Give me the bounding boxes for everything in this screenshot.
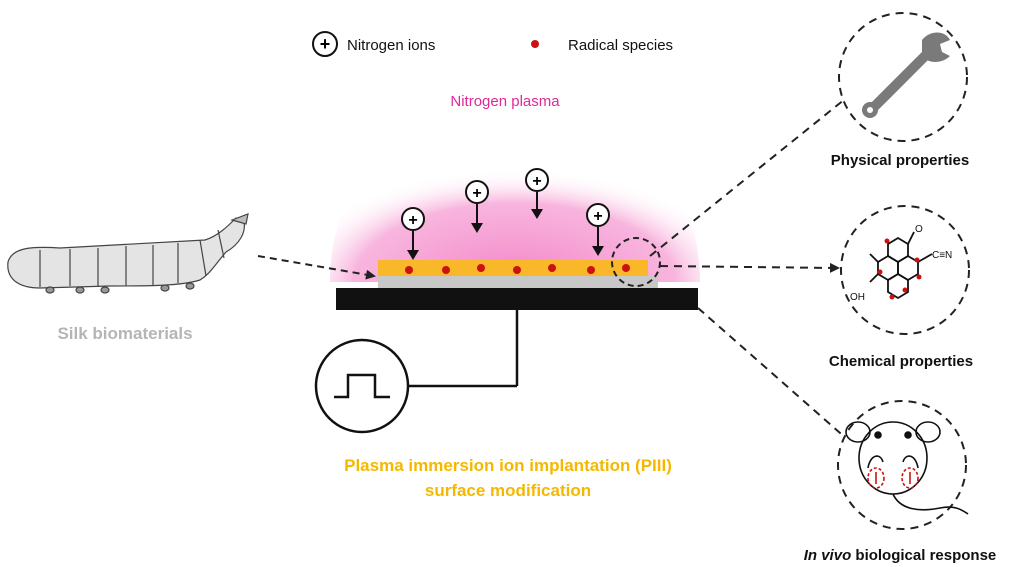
svg-text:+: +: [320, 34, 331, 54]
substrate-electrode: [336, 288, 698, 310]
physical-properties-label: Physical properties: [831, 152, 969, 169]
nitrogen-ion: +: [586, 203, 610, 256]
svg-text:+: +: [408, 212, 417, 229]
svg-text:+: +: [532, 173, 541, 190]
svg-text:+: +: [593, 208, 602, 225]
dashed-connector: [649, 94, 851, 257]
magnifier-circle: [611, 237, 661, 287]
radical-dot: [587, 266, 595, 274]
molecule-hydroxyl-label: OH: [850, 292, 865, 303]
dashed-arrow: [659, 262, 840, 273]
nitrogen-ion-legend-icon: +: [312, 31, 338, 57]
nitrogen-ion: +: [525, 168, 549, 219]
molecule-structure-icon: [869, 231, 933, 300]
base-layer: [378, 276, 658, 288]
plasma-cloud: [330, 100, 700, 282]
process-title: Plasma immersion ion implantation (PIII): [344, 456, 672, 475]
plasma-label: Nitrogen plasma: [450, 93, 560, 110]
radical-species-legend-label: Radical species: [568, 37, 673, 54]
svg-text:+: +: [472, 185, 481, 202]
radical-dot: [442, 266, 450, 274]
radical-dot: [548, 264, 556, 272]
silkworm-illustration: [7, 213, 249, 294]
mouse-icon: [845, 421, 969, 515]
biological-response-rest: biological response: [851, 547, 996, 564]
radical-dot: [477, 264, 485, 272]
radical-group: [405, 264, 630, 274]
biological-response-circle: [837, 400, 967, 530]
biological-response-italic: In vivo: [804, 547, 852, 564]
silk-label: Silk biomaterials: [57, 324, 192, 343]
process-subtitle: surface modification: [425, 481, 591, 500]
nitrogen-ions-legend-label: Nitrogen ions: [347, 37, 435, 54]
dashed-arrow: [257, 255, 376, 280]
radical-species-legend-icon: [531, 40, 539, 48]
pulse-generator-icon: [314, 338, 410, 434]
chemical-properties-label: Chemical properties: [829, 353, 973, 370]
nitrogen-ion: +: [401, 207, 425, 260]
nitrogen-ion: +: [465, 180, 489, 233]
dashed-connector: [697, 307, 849, 441]
wrench-icon: [862, 32, 950, 118]
radical-dot: [513, 266, 521, 274]
chemical-properties-circle: [840, 205, 970, 335]
radical-dot: [405, 266, 413, 274]
legend: + Nitrogen ions Radical species: [312, 31, 673, 57]
silk-film-layer: [378, 260, 648, 276]
ion-group: + + + +: [401, 168, 610, 260]
molecule-group-label: C≡N: [932, 250, 952, 261]
molecule-oxygen-label: O: [915, 224, 923, 235]
biological-response-label: In vivo biological response: [804, 547, 997, 564]
radical-dot: [622, 264, 630, 272]
